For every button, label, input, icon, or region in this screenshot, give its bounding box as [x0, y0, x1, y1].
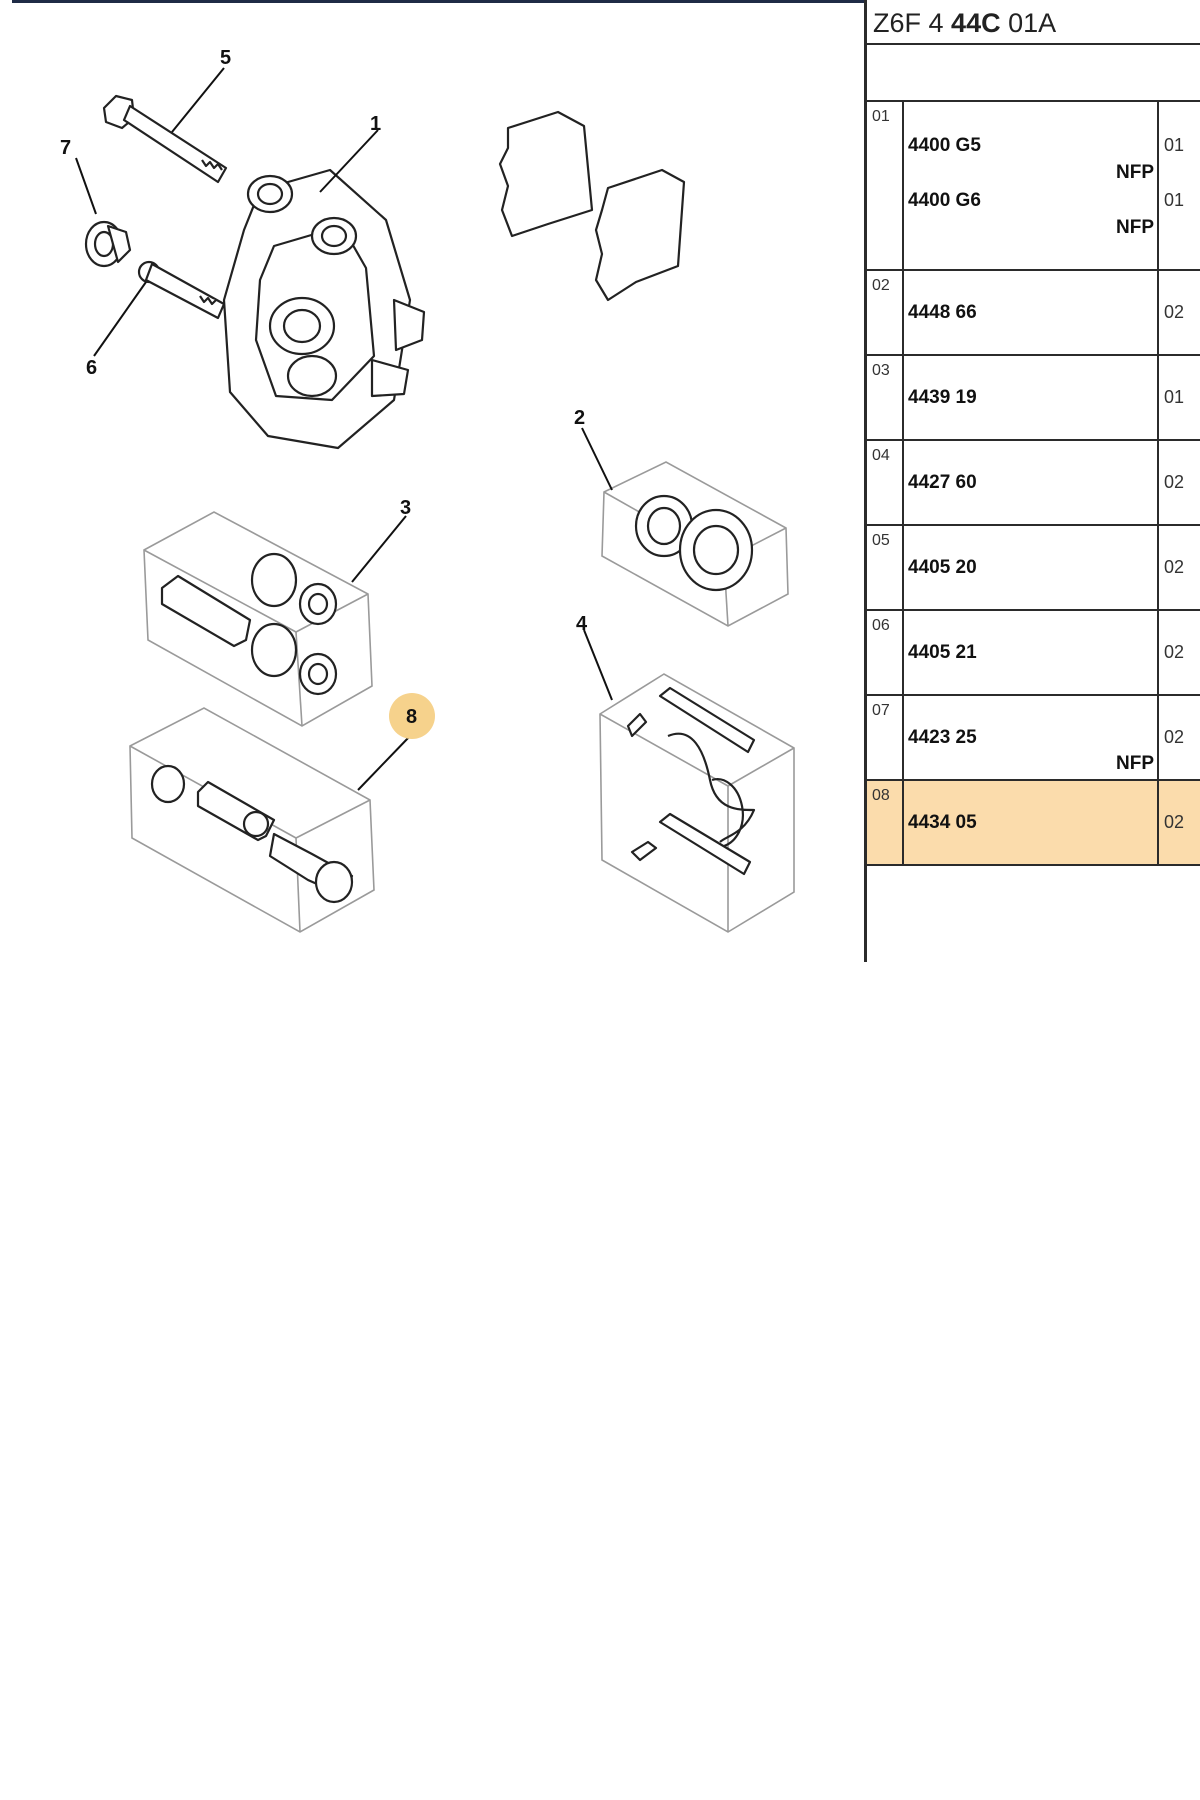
row-ref: 02 [867, 270, 904, 356]
table-row[interactable]: 07 4423 25 NFP 02 [867, 695, 1200, 781]
quantity: 01 [1164, 135, 1185, 155]
code-bold: 44C [951, 8, 1001, 38]
part-number[interactable]: 4423 25 [908, 727, 977, 748]
quantity: 02 [1164, 812, 1185, 832]
part-8-guide-kit-box[interactable] [129, 707, 375, 933]
callout-1[interactable]: 1 [370, 113, 381, 135]
quantity: 01 [1164, 190, 1185, 210]
part-number[interactable]: 4439 19 [908, 387, 977, 408]
parts-list-panel: Z6F 4 44C 01A 01 4400 G5 NFP 4400 G6 NFP… [864, 0, 1200, 962]
nfp-label: NFP [1116, 162, 1154, 183]
part-number[interactable]: 4434 05 [908, 812, 977, 833]
part-number[interactable]: 4405 20 [908, 557, 977, 578]
quantity: 02 [1164, 642, 1185, 662]
callout-4[interactable]: 4 [576, 613, 588, 635]
part-number[interactable]: 4448 66 [908, 302, 977, 323]
part-4-pin-spring-kit-box[interactable] [599, 673, 795, 933]
callout-7[interactable]: 7 [60, 137, 71, 159]
quantity: 02 [1164, 472, 1185, 492]
callout-8[interactable]: 8 [406, 706, 417, 728]
quantity: 01 [1164, 387, 1185, 407]
part-number[interactable]: 4400 G6 [908, 190, 981, 211]
row-ref: 07 [867, 695, 904, 781]
callout-2[interactable]: 2 [574, 407, 585, 429]
table-row[interactable]: 03 4439 19 01 [867, 355, 1200, 441]
part-7-dust-boot[interactable] [84, 220, 132, 268]
table-row-selected[interactable]: 08 4434 05 02 [867, 780, 1200, 866]
diagram-code-title: Z6F 4 44C 01A [867, 0, 1200, 45]
nfp-label: NFP [1116, 753, 1154, 774]
diagram-top-bar [12, 0, 872, 3]
code-suffix: 01A [1008, 8, 1057, 38]
part-number[interactable]: 4400 G5 [908, 135, 981, 156]
table-row[interactable]: 06 4405 21 02 [867, 610, 1200, 696]
part-number[interactable]: 4405 21 [908, 642, 977, 663]
parts-list-subheader [867, 45, 1200, 102]
callout-3[interactable]: 3 [400, 497, 411, 519]
part-number[interactable]: 4427 60 [908, 472, 977, 493]
quantity: 02 [1164, 302, 1185, 322]
table-row[interactable]: 01 4400 G5 NFP 4400 G6 NFP 01 01 [867, 102, 1200, 271]
quantity: 02 [1164, 557, 1185, 577]
callout-6[interactable]: 6 [86, 357, 97, 379]
row-ref: 01 [867, 102, 904, 271]
table-row[interactable]: 05 4405 20 02 [867, 525, 1200, 611]
nfp-label: NFP [1116, 217, 1154, 238]
part-5-guide-bolt[interactable] [102, 94, 228, 184]
part-6-guide-pin[interactable] [137, 260, 226, 320]
part-1-caliper-body[interactable] [222, 168, 426, 450]
callout-leaders [75, 67, 613, 791]
row-ref: 05 [867, 525, 904, 611]
part-3-guide-kit-box[interactable] [143, 511, 373, 727]
quantity: 02 [1164, 727, 1185, 747]
parts-table: 01 4400 G5 NFP 4400 G6 NFP 01 01 02 4448… [867, 102, 1200, 866]
code-prefix: Z6F 4 [873, 8, 944, 38]
part-brake-pads[interactable] [498, 110, 686, 302]
row-ref: 03 [867, 355, 904, 441]
row-ref: 08 [867, 780, 904, 866]
table-row[interactable]: 04 4427 60 02 [867, 440, 1200, 526]
exploded-diagram-panel: 5 1 7 6 2 3 4 8 [0, 0, 872, 962]
table-row[interactable]: 02 4448 66 02 [867, 270, 1200, 356]
brake-caliper-diagram: 5 1 7 6 2 3 4 8 [60, 47, 795, 933]
part-2-seal-kit-box[interactable] [601, 461, 789, 627]
callout-8-highlight [389, 693, 435, 739]
row-ref: 06 [867, 610, 904, 696]
row-ref: 04 [867, 440, 904, 526]
callout-5[interactable]: 5 [220, 47, 231, 69]
